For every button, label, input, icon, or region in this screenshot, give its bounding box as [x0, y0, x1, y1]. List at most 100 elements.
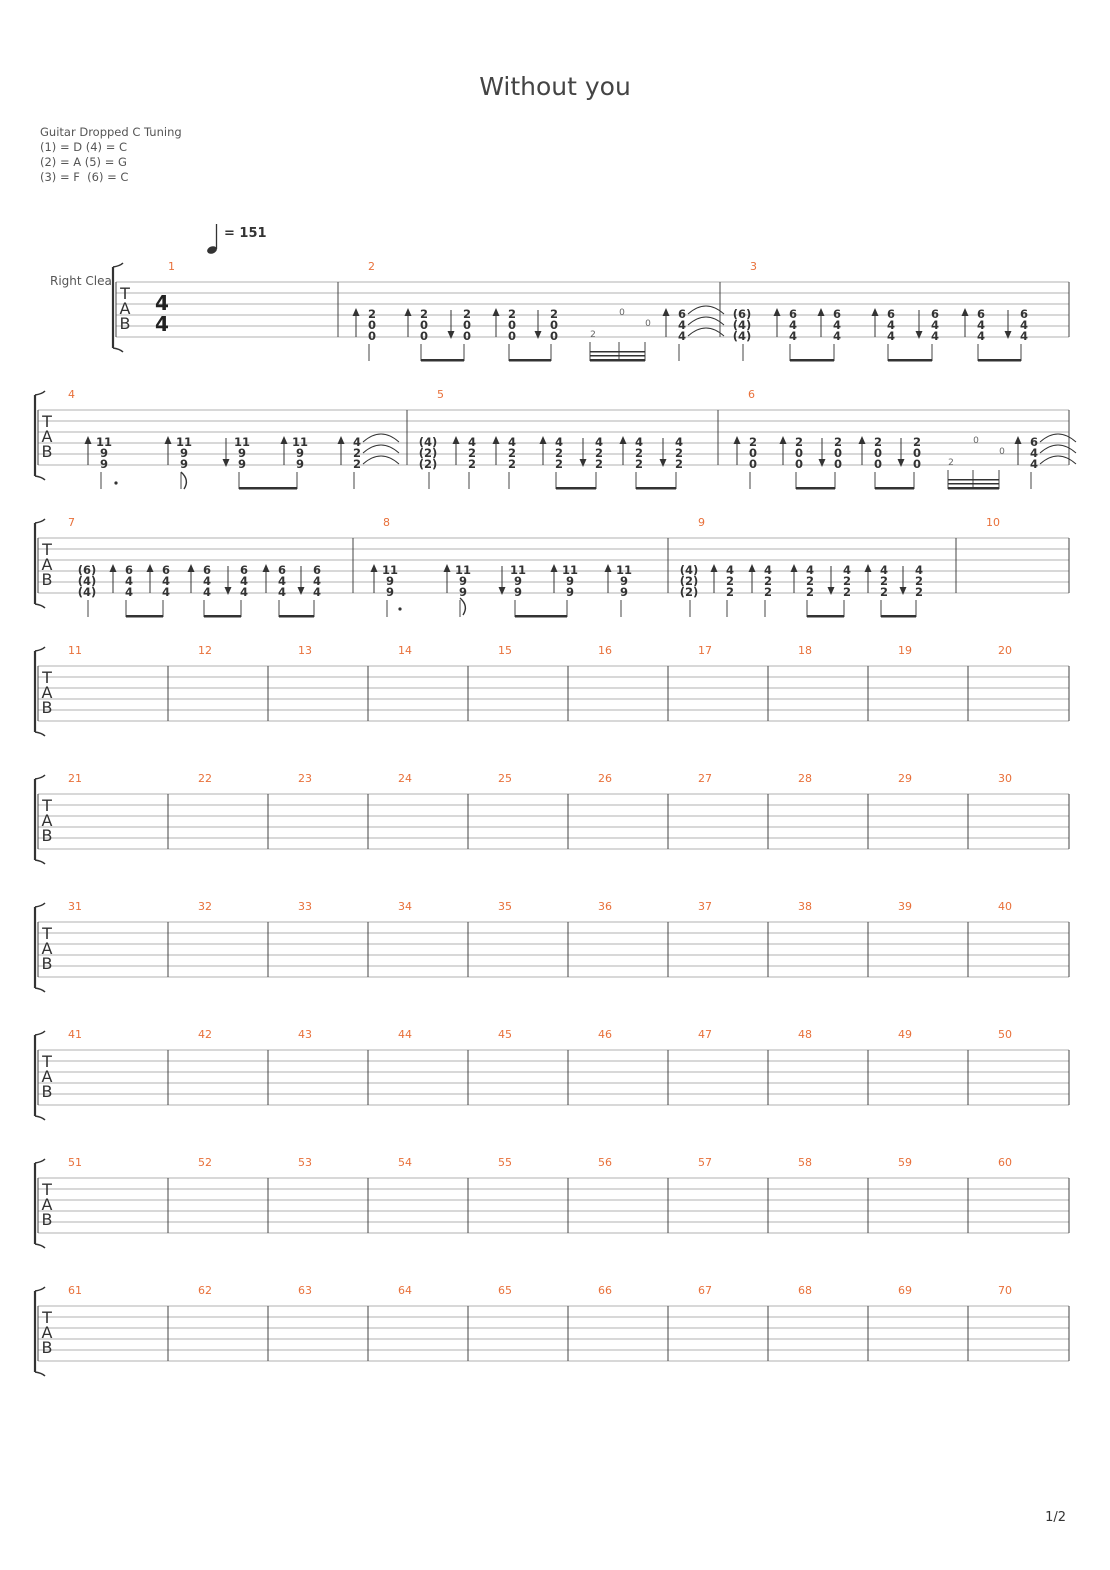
- measure-number: 49: [898, 1028, 912, 1041]
- fret-number: 2: [508, 457, 516, 471]
- bracket-bottom-hook: [34, 987, 46, 993]
- measure-number: 9: [698, 516, 705, 529]
- fret-number: 6: [678, 307, 686, 321]
- measure-number: 44: [398, 1028, 412, 1041]
- fret-number: 4: [240, 585, 248, 599]
- measure-number: 4: [68, 388, 75, 401]
- tab-clef-letter: A: [42, 811, 53, 830]
- fret-number: 6: [203, 563, 211, 577]
- fret-number: 2: [420, 307, 428, 321]
- strum-up-icon: [871, 308, 879, 316]
- fret-number: 0: [874, 457, 882, 471]
- beam: [636, 487, 676, 490]
- fret-number: 9: [620, 574, 628, 588]
- beam: [807, 615, 844, 618]
- strum-up-icon: [961, 308, 969, 316]
- fret-number: 6: [313, 563, 321, 577]
- page-number: 1/2: [1045, 1510, 1066, 1525]
- fret-number: 2: [463, 307, 471, 321]
- measure-number: 68: [798, 1284, 812, 1297]
- beam: [421, 359, 464, 362]
- fret-number: 2: [806, 574, 814, 588]
- measure-number: 5: [437, 388, 444, 401]
- fret-number: 4: [278, 574, 286, 588]
- strum-up-icon: [492, 436, 500, 444]
- fret-number: 9: [100, 457, 108, 471]
- measure-number: 52: [198, 1156, 212, 1169]
- measure-number: 15: [498, 644, 512, 657]
- strum-up-icon: [619, 436, 627, 444]
- fret-number: 4: [313, 574, 321, 588]
- beam: [590, 355, 645, 357]
- fret-number: 4: [1020, 318, 1028, 332]
- measure-number: 26: [598, 772, 612, 785]
- fret-number: (4): [78, 574, 97, 588]
- fret-number: 4: [595, 435, 603, 449]
- strum-up-icon: [858, 436, 866, 444]
- fret-number: 2: [749, 435, 757, 449]
- fret-number: 9: [620, 585, 628, 599]
- strum-down-icon: [899, 587, 907, 595]
- fret-number: 0: [913, 446, 921, 460]
- fret-number: 11: [96, 435, 112, 449]
- strum-up-icon: [864, 564, 872, 572]
- measure-number: 20: [998, 644, 1012, 657]
- tie-arc: [1039, 444, 1077, 454]
- fret-number: 4: [635, 435, 643, 449]
- fret-number: 2: [353, 446, 361, 460]
- beam: [948, 487, 999, 490]
- strum-up-icon: [779, 436, 787, 444]
- measure-number: 50: [998, 1028, 1012, 1041]
- measure-number: 21: [68, 772, 82, 785]
- beam: [126, 615, 163, 618]
- strum-up-icon: [280, 436, 288, 444]
- fret-number: 11: [234, 435, 250, 449]
- tab-clef-letter: A: [42, 1323, 53, 1342]
- tab-clef-letter: A: [42, 427, 53, 446]
- fret-number: 4: [789, 318, 797, 332]
- measure-number: 47: [698, 1028, 712, 1041]
- measure-number: 54: [398, 1156, 412, 1169]
- measure-number: 17: [698, 644, 712, 657]
- measure-number: 22: [198, 772, 212, 785]
- measure-number: 35: [498, 900, 512, 913]
- fret-number: 2: [843, 574, 851, 588]
- strum-down-icon: [818, 459, 826, 467]
- measure-number: 66: [598, 1284, 612, 1297]
- fret-number: 11: [562, 563, 578, 577]
- staff-system-1: [111, 262, 1070, 362]
- fret-number: 6: [125, 563, 133, 577]
- measure-number: 11: [68, 644, 82, 657]
- fret-number: 2: [353, 457, 361, 471]
- fret-number: 0: [749, 457, 757, 471]
- tuning-line-3: (3) = F (6) = C: [40, 170, 129, 184]
- strum-up-icon: [1014, 436, 1022, 444]
- strum-down-icon: [222, 459, 230, 467]
- tab-clef-letter: T: [41, 1052, 52, 1071]
- measure-number: 38: [798, 900, 812, 913]
- fret-number: 4: [675, 435, 683, 449]
- fret-number: 4: [1030, 446, 1038, 460]
- beam: [204, 615, 241, 618]
- measure-number: 64: [398, 1284, 412, 1297]
- fret-number: 0: [508, 329, 516, 343]
- fret-number: 9: [180, 457, 188, 471]
- fret-number: (4): [733, 318, 752, 332]
- fret-number: 4: [468, 435, 476, 449]
- strum-up-icon: [84, 436, 92, 444]
- fret-number: 0: [368, 318, 376, 332]
- fret-number: 4: [726, 563, 734, 577]
- fret-number: 2: [468, 457, 476, 471]
- strum-up-icon: [790, 564, 798, 572]
- fret-number: 4: [789, 329, 797, 343]
- fret-number: 2: [795, 435, 803, 449]
- dotted-rhythm-dot: [114, 481, 118, 485]
- measure-number: 7: [68, 516, 75, 529]
- measure-number: 62: [198, 1284, 212, 1297]
- fret-number: 4: [678, 318, 686, 332]
- measure-number: 25: [498, 772, 512, 785]
- bracket-bottom-hook: [34, 1115, 46, 1121]
- beam: [556, 487, 596, 490]
- fret-number: 2: [595, 457, 603, 471]
- bracket-top-hook: [34, 518, 46, 524]
